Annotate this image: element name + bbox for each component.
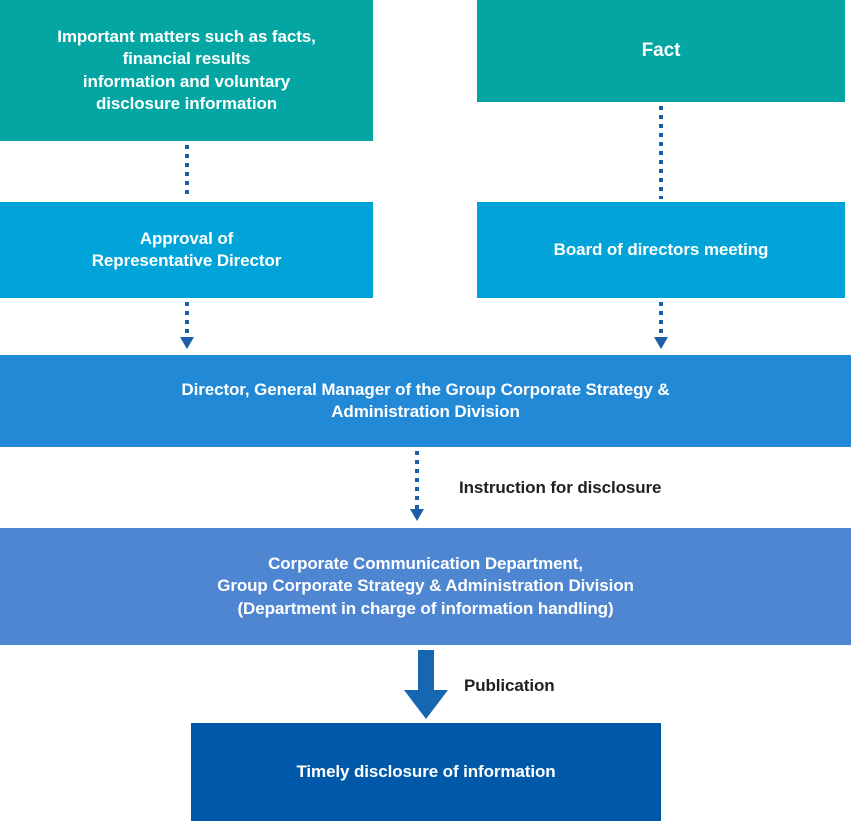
connector-important-to-approval [185,145,189,199]
node-fact-label: Fact [641,40,681,62]
node-important-matters: Important matters such as facts, financi… [0,0,373,141]
node-board-label: Board of directors meeting [553,239,769,259]
connector-director-to-corporate-communication [415,451,419,509]
node-corpcomm-label: Corporate Communication Department, Grou… [217,553,634,620]
line-2: Group Corporate Strategy & Administratio… [217,576,634,596]
connector-fact-to-board [659,106,663,199]
line-3: (Department in charge of information han… [237,598,614,618]
node-timely-label: Timely disclosure of information [296,761,556,781]
arrowhead-approval-to-director-icon [180,337,194,349]
line-2: Representative Director [91,251,282,270]
node-important-matters-label: Important matters such as facts, financi… [57,26,316,116]
node-corporate-communication-department: Corporate Communication Department, Grou… [0,528,851,645]
arrowhead-director-to-corpcomm-icon [410,509,424,521]
edge-label-instruction-for-disclosure: Instruction for disclosure [459,478,662,497]
connector-approval-to-director [185,302,189,337]
line-4: disclosure information [95,93,278,113]
node-approval-label: Approval of Representative Director [92,228,282,273]
node-timely-disclosure-of-information: Timely disclosure of information [191,723,661,821]
line-1: Director, General Manager of the Group C… [181,379,670,399]
connector-board-to-director [659,302,663,337]
node-fact: Fact [477,0,845,102]
node-board-of-directors-meeting: Board of directors meeting [477,202,845,298]
line-2: Administration Division [331,402,520,421]
line-1: Important matters such as facts, [57,26,316,46]
edge-label-publication: Publication [464,676,555,695]
line-2: financial results [122,49,251,69]
line-3: information and voluntary [82,71,291,91]
arrowhead-board-to-director-icon [654,337,668,349]
line-1: Approval of [139,228,234,248]
block-arrow-publication-icon [403,650,449,720]
line-1: Corporate Communication Department, [268,553,583,573]
node-director-label: Director, General Manager of the Group C… [181,379,669,424]
node-director-general-manager: Director, General Manager of the Group C… [0,355,851,447]
node-approval-representative-director: Approval of Representative Director [0,202,373,298]
